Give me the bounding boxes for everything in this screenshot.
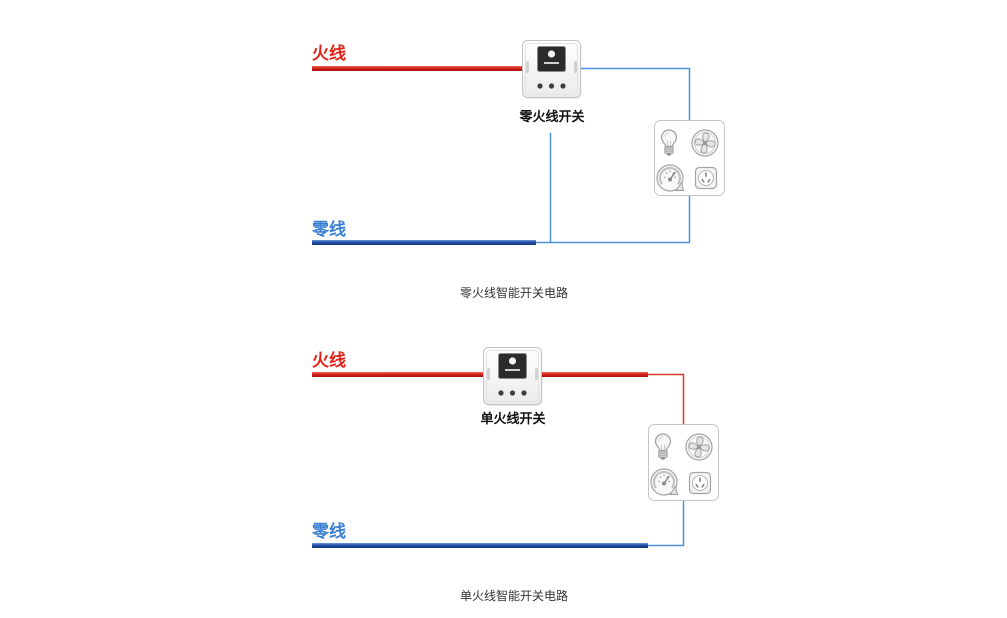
live-to-load-wire (648, 373, 685, 424)
load-appliances-box (654, 120, 725, 196)
load-to-neutral-wire (536, 196, 691, 244)
switch-label: 单火线开关 (480, 411, 545, 427)
smart-switch (483, 347, 543, 406)
live-wire-label: 火线 (312, 43, 346, 64)
switch-slot-right (574, 61, 577, 73)
live-wire (312, 66, 522, 71)
switch-button-dot (537, 83, 543, 89)
neutral-wire-label: 零线 (311, 521, 346, 542)
neutral-wire (312, 240, 536, 245)
live-wire-label: 火线 (312, 350, 346, 371)
switch-panel (486, 350, 539, 402)
diagram-neutral-live-switch: 火线 零火线开关 零线 (311, 40, 725, 300)
diagram-caption: 零火线智能开关电路 (460, 285, 568, 300)
switch-button-dot (521, 390, 527, 396)
fan-icon (685, 433, 713, 461)
switch-label: 零火线开关 (518, 109, 584, 125)
diagram-caption: 单火线智能开关电路 (460, 588, 568, 603)
gauge-icon (650, 468, 678, 496)
neutral-wire (312, 543, 648, 548)
diagram-single-live-switch: 火线 单火线开关 零线 (311, 347, 719, 603)
switch-button-dot (509, 390, 516, 396)
fan-icon (691, 129, 719, 157)
wifi-chip-icon (537, 46, 566, 72)
neutral-wire-label: 零线 (311, 219, 346, 240)
smart-switch (522, 40, 582, 99)
load-appliances-box (648, 424, 719, 501)
switch-button-dot (560, 83, 566, 89)
wifi-chip-icon (498, 353, 527, 379)
live-wire-out (542, 372, 648, 377)
switch-slot-left (487, 368, 490, 380)
socket-icon (688, 471, 712, 495)
socket-icon (694, 166, 718, 190)
switch-to-load-wire (581, 67, 691, 120)
switch-slot-left (526, 61, 529, 73)
switch-slot-right (535, 368, 538, 380)
switch-panel (525, 43, 578, 95)
gauge-icon (656, 164, 684, 192)
switch-button-dot (498, 390, 504, 396)
live-wire-in (312, 372, 483, 377)
switch-button-dot (548, 83, 555, 89)
load-to-neutral-wire (648, 501, 685, 547)
